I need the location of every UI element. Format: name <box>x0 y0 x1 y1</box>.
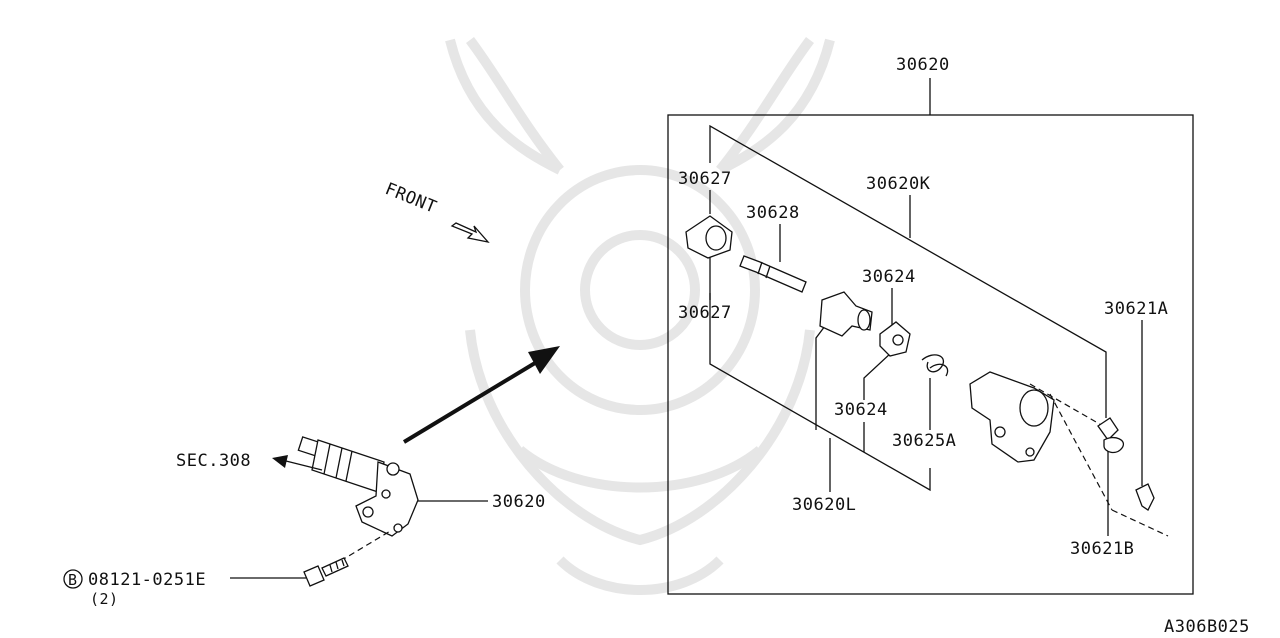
spring-icon <box>921 354 949 377</box>
bolt-marker: B <box>63 569 83 589</box>
section-reference[interactable]: SEC.308 <box>176 451 251 471</box>
installed-slave-cylinder <box>297 436 419 537</box>
push-rod-icon <box>739 255 807 293</box>
cylinder-body-icon <box>969 371 1055 463</box>
diagram-code: A306B025 <box>1164 617 1250 637</box>
piston-cup-icon <box>879 321 911 357</box>
part-number-30625A[interactable]: 30625A <box>892 431 956 451</box>
part-number-30621A[interactable]: 30621A <box>1104 299 1168 319</box>
bolt-icon <box>303 557 349 587</box>
part-number-30627-lower[interactable]: 30627 <box>678 303 732 323</box>
front-label: FRONT <box>382 179 439 218</box>
piston-icon <box>819 291 873 337</box>
part-number-30620L[interactable]: 30620L <box>792 495 856 515</box>
part-number-30620-installed[interactable]: 30620 <box>492 492 546 512</box>
part-number-30620K[interactable]: 30620K <box>866 174 931 194</box>
part-number-bolt[interactable]: 08121-0251E <box>88 570 206 590</box>
dust-boot-icon <box>685 215 733 259</box>
part-number-30621B[interactable]: 30621B <box>1070 539 1134 559</box>
part-number-30627-upper[interactable]: 30627 <box>678 169 732 189</box>
part-number-30624-lower[interactable]: 30624 <box>834 400 888 420</box>
front-arrow-icon <box>450 222 490 244</box>
watermark-emblem <box>445 37 835 595</box>
exploded-view-frame <box>667 114 1194 595</box>
repair-kit-outline <box>709 124 1107 492</box>
part-number-30624-upper[interactable]: 30624 <box>862 267 916 287</box>
part-number-30628[interactable]: 30628 <box>746 203 800 223</box>
bolt-marker-letter: B <box>68 571 78 589</box>
section-arrow-icon <box>272 455 323 471</box>
bleeder-screw-icon <box>1135 483 1155 511</box>
bleeder-cap-icon <box>1097 417 1125 454</box>
part-number-30620-assembly[interactable]: 30620 <box>896 55 950 75</box>
bolt-quantity: (2) <box>90 590 119 608</box>
assembly-leader-arrow <box>402 346 560 444</box>
